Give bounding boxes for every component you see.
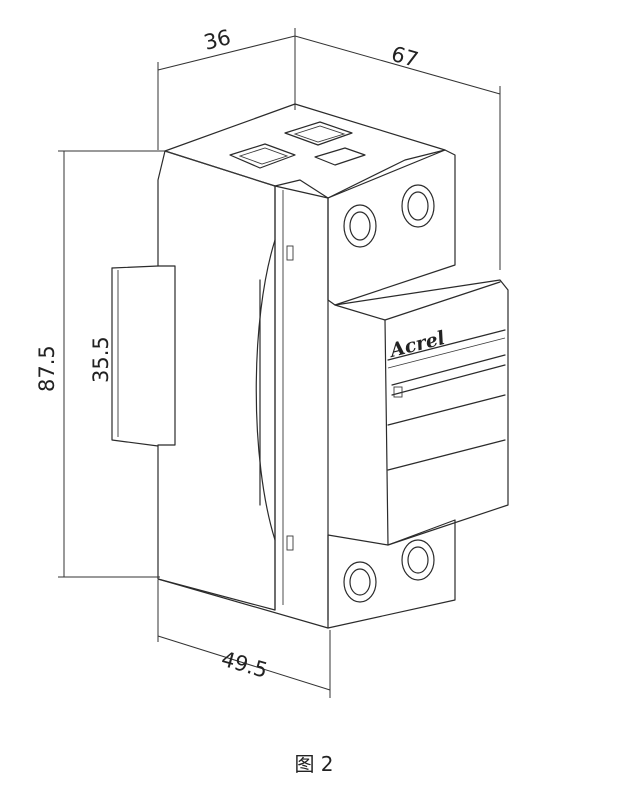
dimension-label-35-5: 35.5 [89,336,113,383]
figure-caption: 图 2 [294,752,334,776]
top-terminal-openings [229,121,366,169]
dimension-label-49-5: 49.5 [219,647,271,683]
dimension-height-87-5: 87.5 [35,150,165,578]
dimension-label-67: 67 [389,42,421,72]
dimension-rail-35-5: 35.5 [89,336,113,383]
dimension-depth-36: 36 [157,25,296,150]
lower-terminal-screws-icon [343,539,435,603]
dimension-width-49-5: 49.5 [157,580,331,698]
dimension-width-67: 67 [294,35,501,270]
dimension-label-87-5: 87.5 [35,345,59,392]
breaker-body: Acrel [111,103,509,629]
brand-logo-text: Acrel [386,327,447,362]
upper-terminal-screws-icon [343,184,435,248]
dimension-label-36: 36 [201,25,233,55]
